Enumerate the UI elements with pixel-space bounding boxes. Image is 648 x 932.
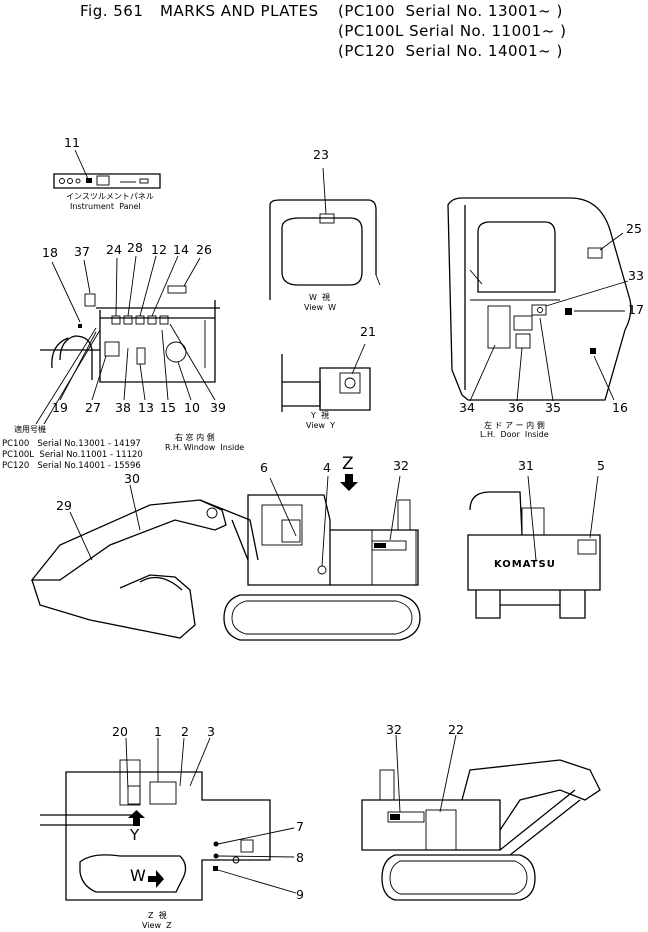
callout-11: 11 <box>64 135 80 150</box>
callout-32-side: 32 <box>393 458 409 473</box>
callout-14: 14 <box>173 242 189 257</box>
callout-7: 7 <box>296 819 304 834</box>
view-w-drawing <box>269 167 381 300</box>
figure-title: MARKS AND PLATES <box>160 2 319 20</box>
callout-1: 1 <box>154 724 162 739</box>
callout-38: 38 <box>115 400 131 415</box>
callout-19: 19 <box>52 400 68 415</box>
applicability-line-1: PC100 Serial No.13001 - 14197 <box>2 439 141 449</box>
callout-24: 24 <box>106 242 122 257</box>
callout-29: 29 <box>56 498 72 513</box>
serial-line-3: (PC120 Serial No. 14001~ ) <box>338 42 563 60</box>
callout-20: 20 <box>112 724 128 739</box>
callout-9: 9 <box>296 887 304 902</box>
excavator-rear-view <box>467 475 601 619</box>
excavator-right-view <box>361 734 601 901</box>
lh-door-caption: L.H. Door Inside <box>480 430 549 439</box>
callout-13: 13 <box>138 400 154 415</box>
rh-window-caption: R.H. Window Inside <box>165 443 245 452</box>
callout-15: 15 <box>160 400 176 415</box>
instrument-panel-caption: Instrument Panel <box>70 202 141 211</box>
lh-door-drawing <box>447 197 632 402</box>
serial-line-1: (PC100 Serial No. 13001~ ) <box>338 2 563 20</box>
callout-6: 6 <box>260 460 268 475</box>
callout-28: 28 <box>127 240 143 255</box>
callout-12: 12 <box>151 242 167 257</box>
rh-window-caption-jp: 右 窓 内 側 <box>175 433 215 442</box>
view-w-caption-jp: W 視 <box>309 293 330 302</box>
callout-17: 17 <box>628 302 644 317</box>
rh-window-drawing <box>35 255 220 425</box>
callout-25: 25 <box>626 221 642 236</box>
callout-5: 5 <box>597 458 605 473</box>
view-y-drawing <box>281 343 371 412</box>
view-z-caption-jp: Z 視 <box>148 911 167 920</box>
view-z-drawing <box>40 737 297 901</box>
callout-39: 39 <box>210 400 226 415</box>
serial-line-2: (PC100L Serial No. 11001~ ) <box>338 22 567 40</box>
callout-27: 27 <box>85 400 101 415</box>
applicability-line-3: PC120 Serial No.14001 - 15596 <box>2 461 141 471</box>
callout-37: 37 <box>74 244 90 259</box>
callout-2: 2 <box>181 724 189 739</box>
callout-10: 10 <box>184 400 200 415</box>
applicable-label-jp: 適用号機 <box>14 425 46 434</box>
callout-31: 31 <box>518 458 534 473</box>
callout-30: 30 <box>124 471 140 486</box>
view-y-arrow-label: Y <box>130 826 140 844</box>
excavator-side-view <box>30 474 421 641</box>
view-z-caption: View Z <box>142 921 172 930</box>
view-y-caption: View Y <box>306 421 335 430</box>
callout-8: 8 <box>296 850 304 865</box>
figure-label: Fig. 561 <box>80 2 144 20</box>
callout-21: 21 <box>360 324 376 339</box>
callout-35: 35 <box>545 400 561 415</box>
applicability-line-2: PC100L Serial No.11001 - 11120 <box>2 450 143 460</box>
callout-26: 26 <box>196 242 212 257</box>
callout-3: 3 <box>207 724 215 739</box>
callout-36: 36 <box>508 400 524 415</box>
callout-18: 18 <box>42 245 58 260</box>
callout-22: 22 <box>448 722 464 737</box>
callout-16: 16 <box>612 400 628 415</box>
view-w-arrow-label: W <box>130 866 147 885</box>
callout-34: 34 <box>459 400 475 415</box>
callout-4: 4 <box>323 460 331 475</box>
callout-32-bottom: 32 <box>386 722 402 737</box>
view-y-caption-jp: Y 視 <box>311 411 329 420</box>
lh-door-caption-jp: 左 ド ア ー 内 側 <box>484 421 545 430</box>
callout-23: 23 <box>313 147 329 162</box>
callout-33: 33 <box>628 268 644 283</box>
instrument-panel-drawing <box>53 149 161 189</box>
instrument-panel-caption-jp: インスツルメントパネル <box>66 192 154 201</box>
view-z-arrow-label: Z <box>342 454 355 474</box>
view-w-caption: View W <box>304 303 336 312</box>
brand-logo-rear: KOMATSU <box>494 559 556 570</box>
